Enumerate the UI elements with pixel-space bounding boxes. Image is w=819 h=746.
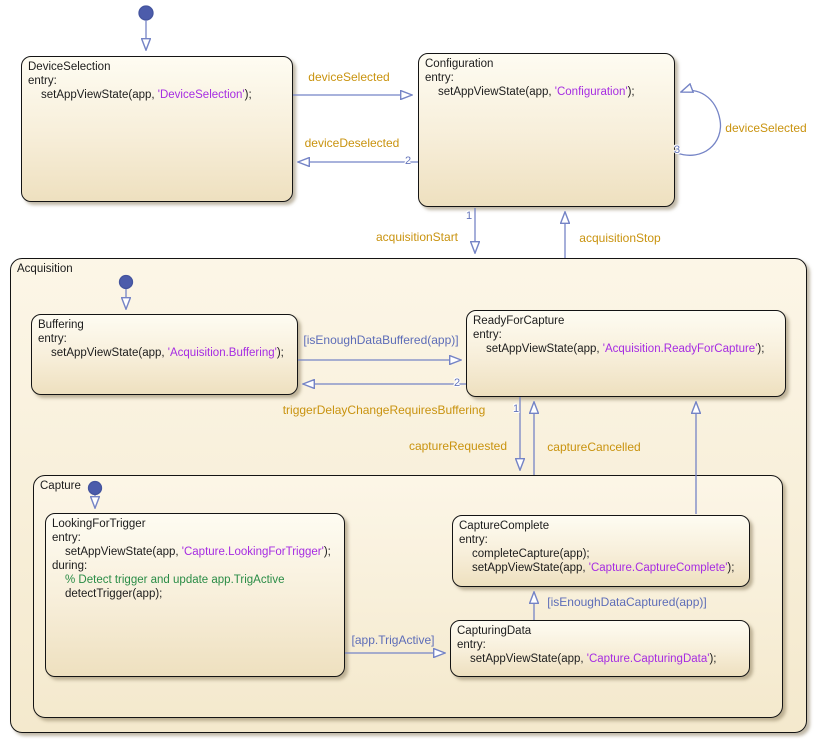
default-transition-node-capture[interactable] [87,480,103,496]
label-acquisition-stop[interactable]: acquisitionStop [579,231,661,245]
label-config-self-loop[interactable]: deviceSelected [725,121,807,135]
state-capturing-data[interactable]: CapturingData entry: setAppViewState(app… [450,620,750,677]
order-acquisition-start: 1 [465,210,473,222]
state-title: Acquisition [17,263,73,275]
entry-action: setAppViewState(app, 'Acquisition.Buffer… [51,347,284,359]
entry-label: entry: [28,75,57,87]
entry-action: setAppViewState(app, 'Acquisition.ReadyF… [486,343,765,355]
transition-config-self-loop[interactable] [676,90,722,156]
string-literal: 'Capture.LookingForTrigger' [181,546,324,558]
during-label: during: [52,560,88,572]
entry-label: entry: [457,639,486,651]
state-configuration[interactable]: Configuration entry: setAppViewState(app… [418,53,675,207]
state-buffering[interactable]: Buffering entry: setAppViewState(app, 'A… [31,314,298,395]
state-looking-for-trigger[interactable]: LookingForTrigger entry: setAppViewState… [45,513,345,677]
code-comment: % Detect trigger and update app.TrigActi… [65,574,285,586]
label-capture-requested[interactable]: captureRequested [408,439,508,453]
entry-action: setAppViewState(app, 'DeviceSelection'); [41,89,252,101]
default-transition-node[interactable] [138,5,154,21]
entry-action: setAppViewState(app, 'Configuration'); [438,86,635,98]
label-capture-cancelled[interactable]: captureCancelled [547,440,641,454]
string-literal: 'DeviceSelection' [157,89,245,101]
during-action: detectTrigger(app); [65,588,163,600]
label-device-selected[interactable]: deviceSelected [308,70,390,84]
label-is-enough-data-buffered[interactable]: [isEnoughDataBuffered(app)] [303,333,459,347]
string-literal: 'Configuration' [554,86,628,98]
state-title: Configuration [425,58,494,70]
string-literal: 'Capture.CaptureComplete' [588,562,728,574]
state-title: ReadyForCapture [473,315,565,327]
entry-action: setAppViewState(app, 'Capture.LookingFor… [65,546,331,558]
state-device-selection[interactable]: DeviceSelection entry: setAppViewState(a… [21,56,293,202]
order-trigger-delay: 2 [453,377,461,389]
string-literal: 'Acquisition.Buffering' [167,347,277,359]
label-trigger-delay[interactable]: triggerDelayChangeRequiresBuffering [282,403,486,417]
order-config-self-loop: 3 [673,144,681,156]
label-is-enough-data-captured[interactable]: [isEnoughDataCaptured(app)] [547,595,707,609]
order-capture-requested: 1 [512,403,520,415]
entry-action-2: setAppViewState(app, 'Capture.CaptureCom… [472,562,735,574]
entry-label: entry: [425,72,454,84]
label-app-trig-active[interactable]: [app.TrigActive] [351,633,435,647]
label-acquisition-start[interactable]: acquisitionStart [375,230,459,244]
entry-label: entry: [38,333,67,345]
state-title: CapturingData [457,625,532,637]
state-title: CaptureComplete [459,520,550,532]
string-literal: 'Acquisition.ReadyForCapture' [602,343,758,355]
state-title: LookingForTrigger [52,518,146,530]
default-transition-node-acquisition[interactable] [118,274,134,290]
label-device-deselected[interactable]: deviceDeselected [304,136,400,150]
state-title: DeviceSelection [28,61,111,73]
order-device-deselected: 2 [404,155,412,167]
entry-action-1: completeCapture(app); [472,548,590,560]
state-capture-complete[interactable]: CaptureComplete entry: completeCapture(a… [452,515,750,587]
entry-action: setAppViewState(app, 'Capture.CapturingD… [470,653,717,665]
state-ready-for-capture[interactable]: ReadyForCapture entry: setAppViewState(a… [466,310,786,397]
entry-label: entry: [52,532,81,544]
entry-label: entry: [473,329,502,341]
entry-label: entry: [459,534,488,546]
state-title: Capture [40,480,81,492]
string-literal: 'Capture.CapturingData' [586,653,710,665]
state-title: Buffering [38,319,84,331]
